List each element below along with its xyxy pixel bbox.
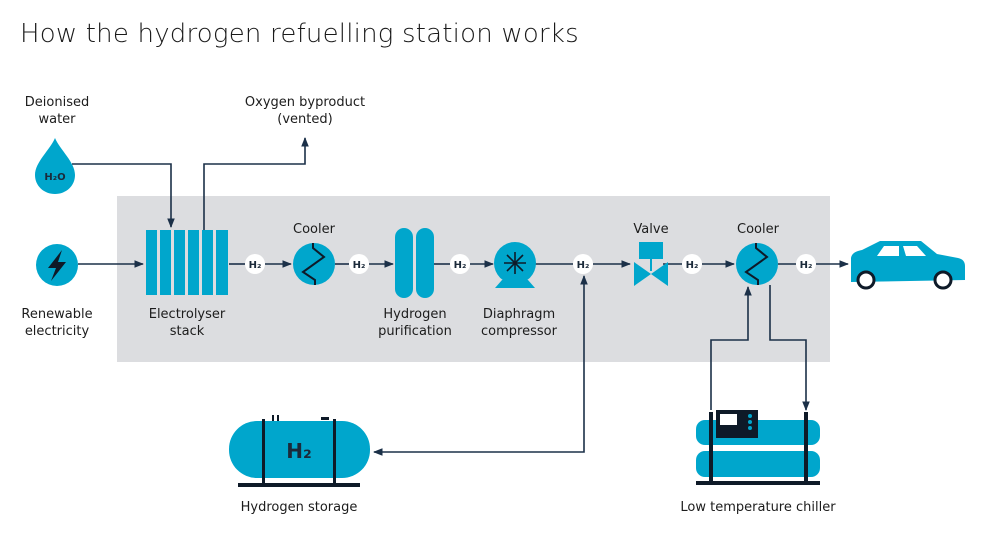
valve-icon <box>634 242 668 286</box>
heat-exchanger-icon <box>293 243 335 285</box>
electrolyser-label-line-2: stack <box>170 324 205 339</box>
h2-badge: H₂ <box>796 254 816 274</box>
h2-badge: H₂ <box>573 254 593 274</box>
water-symbol: H₂O <box>44 172 65 183</box>
svg-text:H₂: H₂ <box>353 260 366 271</box>
cooler-2-label: Cooler <box>737 222 780 237</box>
oxygen-vent-line <box>203 137 309 230</box>
purification-label-line-1: Hydrogen <box>383 307 446 322</box>
compressor-label-line-2: compressor <box>481 324 558 339</box>
cooler-1-label: Cooler <box>293 222 336 237</box>
car-icon <box>851 241 965 290</box>
svg-text:H₂: H₂ <box>577 260 590 271</box>
svg-text:H₂: H₂ <box>800 260 813 271</box>
svg-text:H₂: H₂ <box>686 260 699 271</box>
water-drop-icon: H₂O <box>35 138 75 194</box>
chiller-label: Low temperature chiller <box>680 500 836 515</box>
purification-label-line-2: purification <box>378 324 452 339</box>
h2-badge: H₂ <box>682 254 702 274</box>
oxygen-label-line-2: (vented) <box>277 112 332 127</box>
electrolyser-stack-icon <box>146 230 228 295</box>
electrolyser-label-line-1: Electrolyser <box>149 307 226 322</box>
page-title: How the hydrogen refuelling station work… <box>20 19 579 49</box>
h2-badge: H₂ <box>450 254 470 274</box>
electricity-label-line-1: Renewable <box>21 307 92 322</box>
water-label-line-1: Deionised <box>25 95 89 110</box>
storage-return-line <box>373 275 588 456</box>
svg-text:H₂: H₂ <box>454 260 467 271</box>
storage-symbol: H₂ <box>286 439 312 463</box>
hydrogen-tank-icon: H₂ <box>229 415 370 487</box>
compressor-icon <box>494 242 536 288</box>
electricity-label-line-2: electricity <box>25 324 90 339</box>
lightning-bolt-icon <box>36 244 78 286</box>
storage-label: Hydrogen storage <box>241 500 358 515</box>
oxygen-label-line-1: Oxygen byproduct <box>245 95 365 110</box>
valve-label: Valve <box>633 222 668 237</box>
chiller-return-line <box>769 285 810 411</box>
water-flow-line <box>72 163 175 228</box>
chiller-icon <box>696 410 820 485</box>
svg-text:H₂: H₂ <box>249 260 262 271</box>
h2-badge: H₂ <box>245 254 265 274</box>
chiller-supply-line <box>710 286 752 410</box>
compressor-label-line-1: Diaphragm <box>483 307 555 322</box>
flow-lines <box>72 137 849 456</box>
water-label-line-2: water <box>38 112 76 127</box>
h2-badge: H₂ <box>349 254 369 274</box>
heat-exchanger-icon <box>736 243 778 285</box>
purification-columns-icon <box>395 228 434 298</box>
